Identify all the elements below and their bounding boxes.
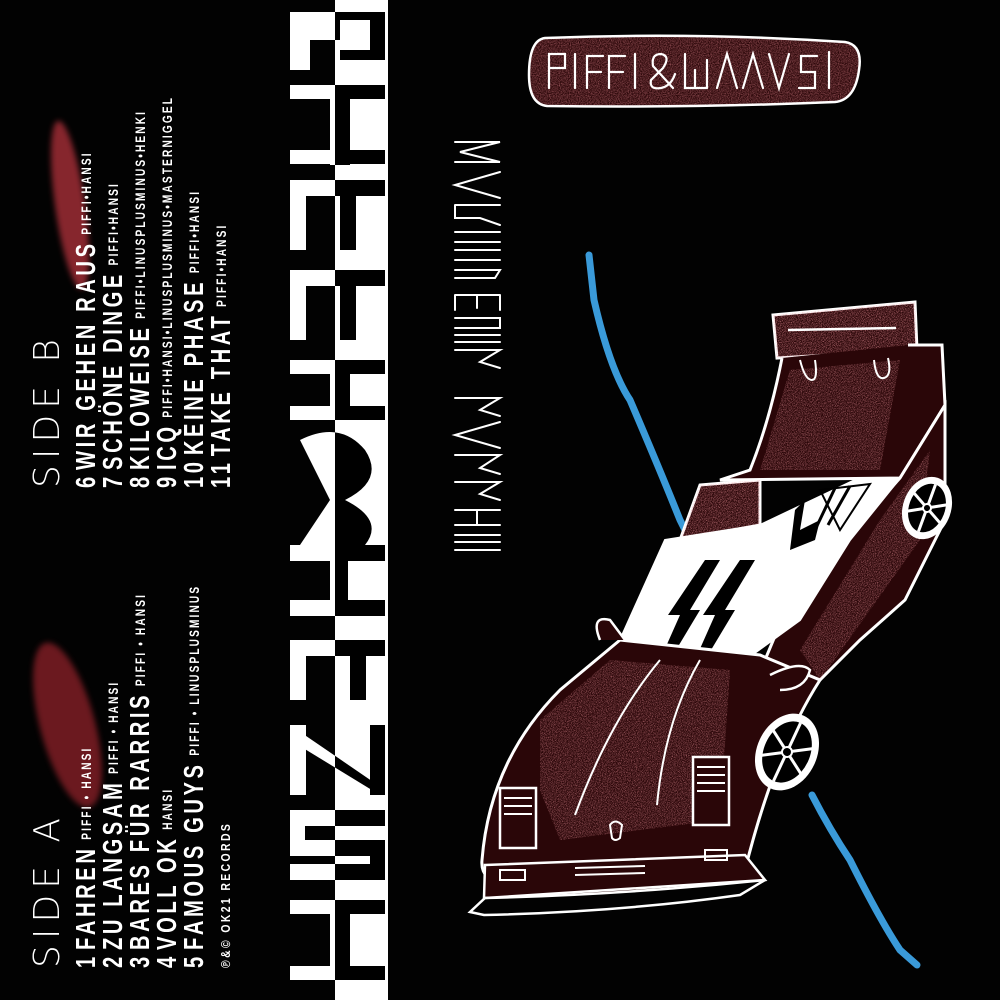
track-number: 5 — [178, 953, 209, 968]
tracklist-panel: SIDE A 1 FAHRENPIFFI • HANSI 2 ZU LANGSA… — [0, 0, 260, 1000]
track-row: 8 KILOWEISEPIFFI•LINUSPLUSMINUS•HENKI — [124, 0, 155, 488]
side-b-tracks: 6 WIR GEHEN RAUSPIFFI•HANSI 7 SCHÖNE DIN… — [70, 0, 236, 488]
spine-band-name-graphic — [290, 12, 385, 980]
track-row: 6 WIR GEHEN RAUSPIFFI•HANSI — [70, 0, 101, 488]
track-title: TAKE THAT — [205, 312, 236, 457]
track-credit: PIFFI•HANSI•LINUSPLUSMINUS•MASTERNIGGEL — [159, 95, 175, 418]
wheel-rear — [901, 476, 953, 540]
track-row: 11 TAKE THAT PIFFI•HANSI — [205, 0, 236, 488]
track-row: 1 FAHRENPIFFI • HANSI — [70, 436, 101, 968]
track-row: 7 SCHÖNE DINGEPIFFI•HANSI — [97, 0, 128, 488]
track-credit: PIFFI • HANSI — [78, 746, 94, 840]
track-credit: PIFFI • HANSI — [132, 592, 148, 687]
track-title: FAMOUS GUYS — [178, 761, 209, 950]
band-logo — [527, 34, 861, 108]
track-credit: PIFFI•HANSI — [105, 182, 121, 266]
track-credit: PIFFI•HANSI — [78, 151, 94, 235]
track-credit: HANSI — [159, 787, 175, 830]
track-row: 9 ICQPIFFI•HANSI•LINUSPLUSMINUS•MASTERNI… — [151, 0, 182, 488]
track-number: 11 — [205, 459, 236, 488]
track-credit: PIFFI • LINUSPLUSMINUS — [186, 584, 202, 756]
album-title-graphic — [451, 141, 504, 551]
blue-line — [585, 251, 704, 564]
side-a-tracks: 1 FAHRENPIFFI • HANSI 2 ZU LANGSAMPIFFI … — [70, 436, 209, 968]
track-row: 2 ZU LANGSAMPIFFI • HANSI — [97, 436, 128, 968]
side-a-title: SIDE A — [27, 811, 68, 968]
wheel-front — [754, 713, 820, 791]
car-illustration — [467, 251, 953, 969]
track-credit: PIFFI•LINUSPLUSMINUS•HENKI — [132, 109, 148, 319]
track-credit: PIFFI • HANSI — [105, 680, 121, 774]
track-credit: PIFFI•HANSI — [213, 223, 229, 307]
side-b-title: SIDE B — [27, 333, 68, 488]
track-row: 5 FAMOUS GUYS PIFFI • LINUSPLUSMINUS — [178, 436, 209, 968]
copyright-label: ℗&© OK21 RECORDS — [218, 821, 233, 968]
track-row: 10 KEINE PHASEPIFFI•HANSI — [178, 0, 209, 488]
track-credit: PIFFI•HANSI — [186, 189, 202, 274]
track-row: 3 BARES FÜR RARRISPIFFI • HANSI — [124, 436, 155, 968]
